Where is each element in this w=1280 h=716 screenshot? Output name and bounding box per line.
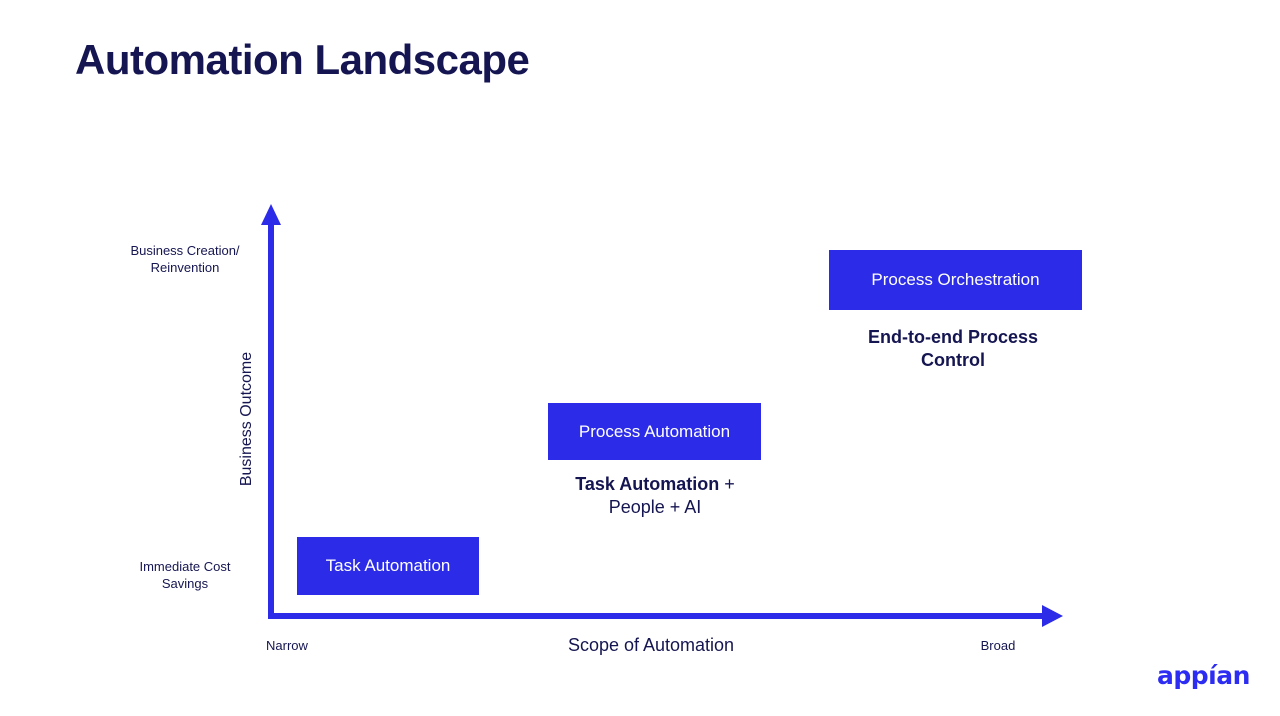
x-axis-arrow-icon <box>1042 605 1063 627</box>
box-process-orchestration: Process Orchestration <box>829 250 1082 310</box>
slide-title: Automation Landscape <box>75 36 530 83</box>
x-axis-left-label: Narrow <box>266 638 308 653</box>
subtitle-process-automation-regular: + People + AI <box>608 474 735 517</box>
box-task-automation: Task Automation <box>297 537 479 595</box>
y-axis-line <box>268 222 274 619</box>
y-axis-arrow-icon <box>261 204 281 225</box>
box-process-automation: Process Automation <box>548 403 761 460</box>
x-axis-title: Scope of Automation <box>567 635 735 655</box>
y-axis-top-label: Business Creation/ Reinvention <box>130 243 240 275</box>
subtitle-process-automation: Task Automation + People + AI <box>524 473 786 519</box>
y-axis-bottom-label: Immediate Cost Savings <box>139 559 231 591</box>
x-axis-line <box>268 613 1044 619</box>
subtitle-process-orchestration: End-to-end Process Control <box>867 327 1039 370</box>
appian-logo: appían <box>1157 661 1250 690</box>
subtitle-process-automation-bold: Task Automation <box>575 474 720 494</box>
y-axis-title: Business Outcome <box>238 351 255 487</box>
x-axis-right-label: Broad <box>980 638 1016 653</box>
